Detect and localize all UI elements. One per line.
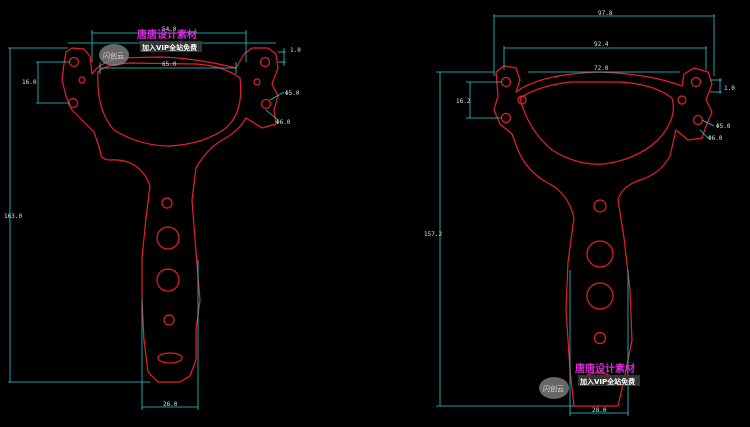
left-slingshot-drawing: 54.0 65.0 1.0 16.0 Φ5.0 Φ6.0 163.0 [4, 26, 301, 410]
left-handle-slot [157, 352, 183, 364]
left-handle-hole-3 [156, 268, 180, 292]
left-dim-inner-width: 65.0 [162, 61, 177, 68]
left-handle-hole-2 [156, 226, 180, 250]
left-hole-upper-right [259, 56, 271, 68]
watermark-main-text-left: 唐唐设计素材 [137, 28, 197, 41]
left-handle-hole-1 [161, 197, 173, 209]
left-dim-total-height: 163.0 [4, 213, 22, 220]
right-dim-top-width: 97.8 [598, 10, 613, 17]
left-dim-top-width: 54.0 [162, 26, 177, 33]
left-dim-hole: Φ5.0 [285, 90, 300, 97]
right-hole-small-2 [677, 95, 687, 105]
watermark-right: 闪创云 唐唐设计素材 加入VIP全站免费 [539, 362, 640, 399]
right-handle-hole-2 [586, 240, 614, 268]
watermark-left: 闪创云 唐唐设计素材 加入VIP全站免费 [99, 28, 202, 66]
right-dim-small: 1.0 [724, 85, 735, 92]
left-hole-lower-right [260, 98, 272, 110]
right-hole-lower-right [692, 114, 704, 126]
right-handle-hole-4 [593, 331, 607, 345]
watermark-badge-text-right: 闪创云 [543, 384, 564, 393]
right-hole-upper-right [690, 76, 702, 88]
right-dim-hole2: Φ6.0 [708, 135, 723, 142]
watermark-badge-left [99, 44, 129, 66]
left-hole-small-2 [253, 78, 261, 86]
right-handle-hole-3 [586, 282, 614, 310]
right-dim-spacing: 16.2 [456, 98, 471, 105]
left-hole-small-1 [78, 76, 86, 84]
right-hole-upper-left [500, 76, 512, 88]
right-dim-total-height: 157.2 [424, 231, 442, 238]
watermark-sub-text-right: 加入VIP全站免费 [579, 377, 635, 386]
left-dimensions: 54.0 65.0 1.0 16.0 Φ5.0 Φ6.0 163.0 [4, 26, 301, 410]
right-slingshot-outline [493, 65, 713, 407]
left-dim-small: 1.0 [290, 47, 301, 54]
left-dim-handle-width: 26.0 [163, 401, 178, 408]
left-dim-spacing: 16.0 [22, 79, 37, 86]
right-dim-mid-width: 92.4 [594, 41, 609, 48]
right-dim-inner-width: 72.0 [594, 65, 609, 72]
left-hole-upper-left [68, 56, 80, 68]
watermark-main-text-right: 唐唐设计素材 [575, 362, 635, 375]
right-hole-small-1 [517, 95, 527, 105]
watermark-badge-right [539, 377, 569, 399]
watermark-sub-text-left: 加入VIP全站免费 [141, 43, 197, 52]
right-dimensions: 97.8 92.4 72.0 1.0 16.2 Φ5.0 Φ6.0 157.2 [424, 10, 735, 416]
watermark-badge-text-left: 闪创云 [103, 51, 124, 60]
right-dim-handle-width: 28.0 [592, 407, 607, 414]
left-handle-hole-4 [163, 314, 175, 326]
right-slingshot-drawing: 97.8 92.4 72.0 1.0 16.2 Φ5.0 Φ6.0 157.2 [424, 10, 735, 416]
right-hole-lower-left [500, 112, 512, 124]
left-dim-hole2: Φ6.0 [276, 119, 291, 126]
left-slingshot-outline [61, 47, 279, 383]
right-handle-hole-1 [593, 199, 607, 213]
right-dim-hole: Φ5.0 [716, 123, 731, 130]
